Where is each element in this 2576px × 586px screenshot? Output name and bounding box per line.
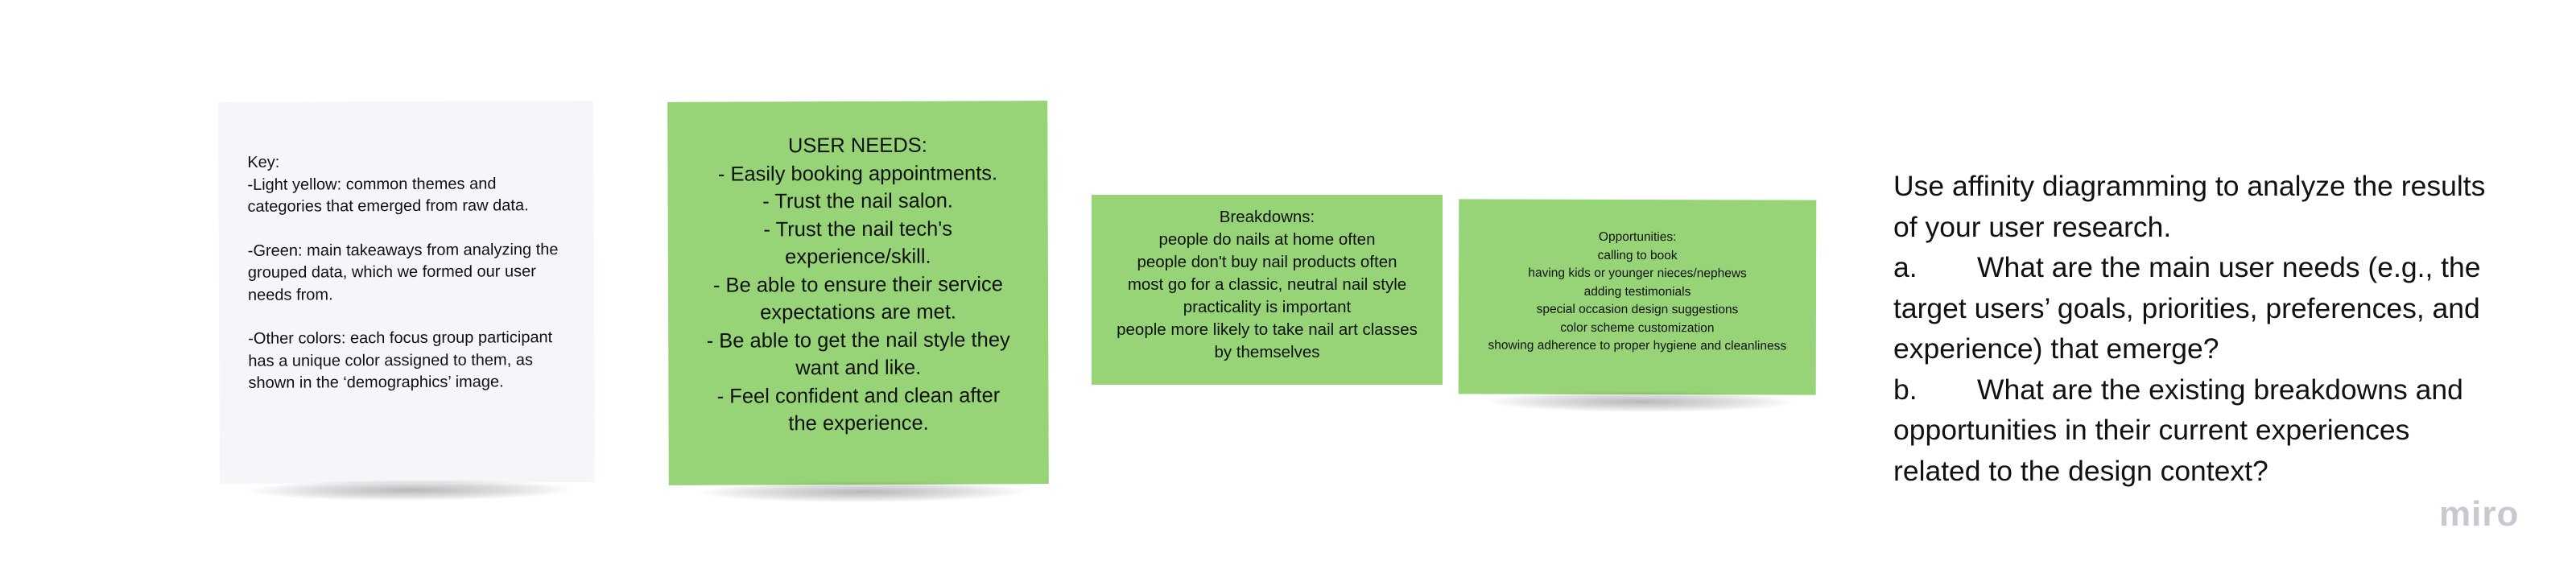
prompt-item-a: a. What are the main user needs (e.g., th… xyxy=(1893,247,2537,288)
prompt-item-marker: a. xyxy=(1893,251,1918,283)
breakdowns-line: by themselves xyxy=(1214,343,1320,361)
sticky-note-opportunities[interactable]: Opportunities: calling to book having ki… xyxy=(1458,199,1817,395)
user-needs-line: - Easily booking appointments. xyxy=(717,161,998,186)
breakdowns-line: people more likely to take nail art clas… xyxy=(1117,320,1418,339)
miro-logo: miro xyxy=(2439,494,2520,534)
user-needs-title: USER NEEDS: xyxy=(787,134,927,158)
opportunities-line: having kids or younger nieces/nephews xyxy=(1528,266,1747,281)
key-note-paragraph: -Other colors: each focus group particip… xyxy=(248,328,553,392)
user-needs-line: expectations are met. xyxy=(760,300,957,324)
prompt-line: of your user research. xyxy=(1893,210,2172,243)
breakdowns-title: Breakdowns: xyxy=(1219,208,1315,226)
prompt-item-marker: b. xyxy=(1893,373,1918,406)
prompt-line: Use affinity diagramming to analyze the … xyxy=(1893,170,2486,202)
key-note-paragraph: -Green: main takeaways from analyzing th… xyxy=(247,240,559,304)
assignment-prompt-text[interactable]: Use affinity diagramming to analyze the … xyxy=(1893,166,2537,491)
prompt-line: What are the existing breakdowns and xyxy=(1977,373,2463,406)
opportunities-line: showing adherence to proper hygiene and … xyxy=(1488,338,1787,353)
prompt-item-b: b. What are the existing breakdowns and xyxy=(1893,369,2537,411)
breakdowns-line: people do nails at home often xyxy=(1158,230,1376,249)
breakdowns-line: practicality is important xyxy=(1183,298,1352,316)
user-needs-line: - Be able to get the nail style they xyxy=(706,328,1010,353)
prompt-line: experience) that emerge? xyxy=(1893,332,2219,365)
prompt-line: opportunities in their current experienc… xyxy=(1893,414,2410,446)
prompt-line: related to the design context? xyxy=(1893,454,2268,487)
breakdowns-line: most go for a classic, neutral nail styl… xyxy=(1127,275,1407,294)
user-needs-line: experience/skill. xyxy=(785,245,931,269)
opportunities-line: calling to book xyxy=(1597,248,1678,262)
sticky-note-key[interactable]: Key: -Light yellow: common themes and ca… xyxy=(217,100,596,485)
opportunities-line: color scheme customization xyxy=(1560,320,1715,335)
opportunities-line: special occasion design suggestions xyxy=(1536,302,1739,317)
user-needs-line: - Trust the nail salon. xyxy=(762,189,953,213)
opportunities-line: adding testimonials xyxy=(1583,284,1691,299)
user-needs-line: - Be able to ensure their service xyxy=(712,272,1004,297)
key-note-paragraph: Key: -Light yellow: common themes and ca… xyxy=(247,153,529,216)
sticky-note-breakdowns[interactable]: Breakdowns: people do nails at home ofte… xyxy=(1092,195,1443,402)
prompt-line: target users’ goals, priorities, prefere… xyxy=(1893,291,2480,324)
breakdowns-line: people don't buy nail products often xyxy=(1137,253,1397,271)
prompt-line: What are the main user needs (e.g., the xyxy=(1977,251,2481,283)
user-needs-line: the experience. xyxy=(788,411,929,435)
user-needs-line: - Feel confident and clean after xyxy=(716,383,1001,408)
opportunities-title: Opportunities: xyxy=(1598,229,1677,245)
user-needs-line: want and like. xyxy=(795,356,922,380)
user-needs-line: - Trust the nail tech's xyxy=(763,217,953,241)
sticky-note-user-needs[interactable]: USER NEEDS: - Easily booking appointment… xyxy=(667,101,1049,485)
